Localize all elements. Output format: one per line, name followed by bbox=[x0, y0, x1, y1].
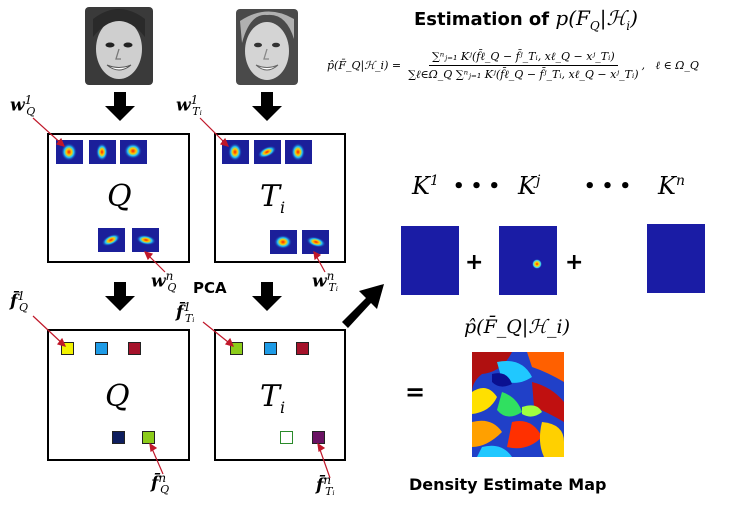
arrow-diagonal-icon bbox=[342, 284, 384, 328]
f1-query-label: f̄1Q bbox=[10, 289, 28, 315]
kernel-map-n bbox=[647, 224, 705, 293]
kernel-dots: • • • bbox=[584, 176, 632, 197]
title-prefix: Estimation of bbox=[414, 9, 550, 30]
formula-lhs: p̂(F̄_Q|ℋ_i) = bbox=[327, 59, 402, 72]
feature-square bbox=[296, 342, 309, 355]
density-map-caption: Density Estimate Map bbox=[409, 475, 607, 494]
kernel-kn-label: Kn bbox=[658, 172, 685, 200]
face-image-query bbox=[85, 7, 153, 85]
feature-square bbox=[312, 431, 325, 444]
kernel-k1-label: K1 bbox=[412, 172, 439, 200]
title: Estimation of p(FQ|ℋi) bbox=[414, 6, 638, 33]
template-box-label: Ti bbox=[260, 179, 286, 217]
patch-thumbnail bbox=[56, 140, 83, 164]
feature-square bbox=[95, 342, 108, 355]
formula-numerator: ∑ⁿⱼ₌₁ Kʲ(f̄ℓ_Q − f̄ʲ_Tᵢ, xℓ_Q − xʲ_Tᵢ) bbox=[428, 50, 618, 66]
f1-template-label: f̄1Tᵢ bbox=[176, 300, 195, 326]
feature-square bbox=[112, 431, 125, 444]
formula-denominator: ∑ℓ∈Ω_Q ∑ⁿⱼ₌₁ Kʲ(f̄ℓ_Q − f̄ʲ_Tᵢ, xℓ_Q − x… bbox=[408, 68, 639, 81]
patch-thumbnail bbox=[285, 140, 312, 164]
estimate-label: p̂(F̄_Q|ℋ_i) bbox=[464, 316, 571, 338]
kernel-map-1 bbox=[401, 226, 459, 295]
formula-condition: , ℓ ∈ Ω_Q bbox=[641, 59, 699, 72]
w1-template-label: w1Tᵢ bbox=[176, 93, 202, 119]
template-box2-label: Ti bbox=[260, 379, 286, 417]
kernel-dots: • • • bbox=[453, 176, 501, 197]
patch-thumbnail bbox=[254, 140, 281, 164]
kernel-kj-label: Kj bbox=[518, 172, 541, 200]
patch-thumbnail bbox=[270, 230, 297, 254]
feature-square bbox=[264, 342, 277, 355]
wn-template-label: wnTᵢ bbox=[312, 269, 338, 295]
fn-template-label: f̄nTᵢ bbox=[316, 473, 335, 499]
feature-square bbox=[280, 431, 293, 444]
fn-query-label: f̄nQ bbox=[151, 471, 170, 497]
patch-thumbnail bbox=[89, 140, 116, 164]
pca-label: PCA bbox=[193, 279, 227, 297]
formula-fraction: ∑ⁿⱼ₌₁ Kʲ(f̄ℓ_Q − f̄ʲ_Tᵢ, xℓ_Q − xʲ_Tᵢ) ∑… bbox=[405, 50, 641, 81]
query-box2-label: Q bbox=[105, 379, 130, 414]
patch-thumbnail bbox=[98, 228, 125, 252]
density-estimate-map bbox=[472, 352, 564, 457]
arrow-down-icon bbox=[252, 92, 282, 121]
title-expression: p(FQ|ℋi) bbox=[555, 6, 638, 33]
patch-thumbnail bbox=[132, 228, 159, 252]
arrow-down-icon bbox=[252, 282, 282, 311]
feature-square bbox=[128, 342, 141, 355]
feature-square bbox=[142, 431, 155, 444]
w1-query-label: w1Q bbox=[10, 93, 36, 119]
arrow-down-icon bbox=[105, 92, 135, 121]
arrow-down-icon bbox=[105, 282, 135, 311]
plus-sign: + bbox=[565, 250, 584, 275]
face-image-template bbox=[236, 9, 298, 85]
patch-thumbnail bbox=[120, 140, 147, 164]
query-box-label: Q bbox=[107, 179, 132, 214]
equals-sign: = bbox=[405, 378, 426, 406]
estimation-formula: p̂(F̄_Q|ℋ_i) = ∑ⁿⱼ₌₁ Kʲ(f̄ℓ_Q − f̄ʲ_Tᵢ, … bbox=[327, 50, 747, 81]
kernel-map-j bbox=[499, 226, 557, 295]
plus-sign: + bbox=[465, 250, 484, 275]
patch-thumbnail bbox=[302, 230, 329, 254]
wn-query-label: wnQ bbox=[151, 269, 177, 295]
